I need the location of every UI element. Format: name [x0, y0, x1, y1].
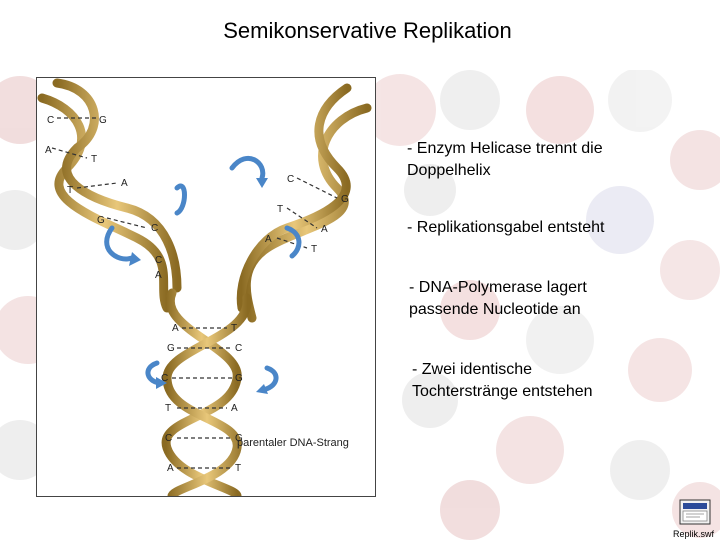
svg-text:G: G	[97, 215, 105, 226]
flash-file-icon[interactable]	[672, 498, 718, 538]
svg-text:A: A	[121, 178, 128, 189]
svg-text:C: C	[235, 343, 242, 354]
svg-text:A: A	[321, 224, 328, 235]
svg-text:T: T	[67, 185, 73, 196]
svg-text:T: T	[231, 323, 237, 334]
svg-text:A: A	[231, 403, 238, 414]
svg-text:T: T	[277, 204, 283, 215]
svg-text:A: A	[265, 234, 272, 245]
figure-caption: parentaler DNA-Strang	[237, 437, 349, 449]
svg-text:A: A	[172, 323, 179, 334]
svg-text:C: C	[151, 223, 158, 234]
svg-text:A: A	[45, 145, 52, 156]
svg-text:C: C	[287, 174, 294, 185]
svg-text:C: C	[161, 373, 168, 384]
bullet-polymerase: - DNA-Polymerase lagert passende Nucleot…	[409, 279, 587, 318]
bullet-replication-fork: - Replikationsgabel entsteht	[407, 219, 605, 236]
svg-text:G: G	[235, 373, 243, 384]
background-molecule-pattern	[0, 70, 720, 540]
svg-text:G: G	[167, 343, 175, 354]
svg-text:G: G	[235, 433, 243, 444]
svg-text:T: T	[311, 244, 317, 255]
file-icon-label[interactable]: Replik.swf	[673, 529, 715, 539]
svg-text:C: C	[47, 115, 54, 126]
bullet-daughter-strands: - Zwei identische Tochterstränge entsteh…	[412, 361, 593, 400]
svg-text:A: A	[155, 270, 162, 281]
slide-title: Semikonservative Replikation	[223, 18, 512, 43]
svg-text:C: C	[155, 255, 162, 266]
svg-text:T: T	[91, 154, 97, 165]
svg-text:T: T	[235, 463, 241, 474]
svg-text:G: G	[341, 194, 349, 205]
svg-text:A: A	[167, 463, 174, 474]
svg-text:T: T	[165, 403, 171, 414]
svg-text:G: G	[99, 115, 107, 126]
svg-text:C: C	[165, 433, 172, 444]
bullet-helicase: - Enzym Helicase trennt die Doppelhelix	[407, 140, 603, 179]
